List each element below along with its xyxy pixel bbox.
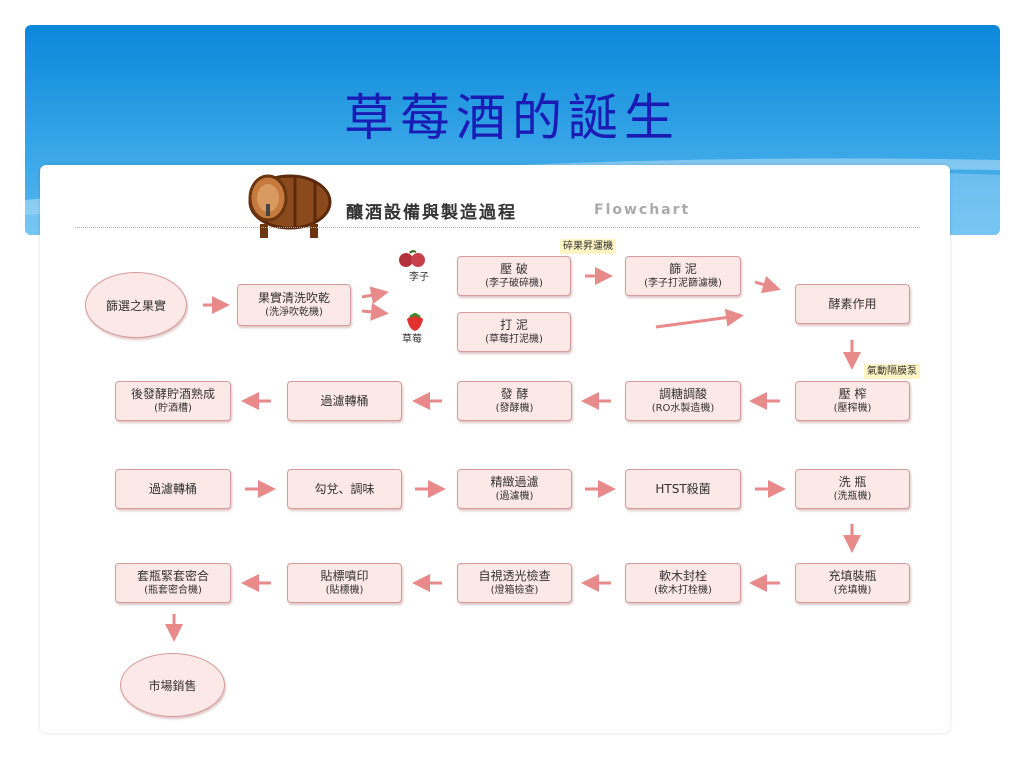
bottle-wash-step-machine: (洗瓶機) [833,491,872,502]
sieve-step-name: 篩 泥 [669,262,697,276]
cork-step: 軟木封栓 (軟木打栓機) [625,563,741,603]
wash-step: 果實清洗吹乾 (洗淨吹乾機) [237,284,351,326]
slide-title: 草莓酒的誕生 [344,89,680,147]
heading-divider [75,227,920,228]
press-step-name: 壓 榨 [838,387,867,401]
crush-step-name: 壓 破 [500,262,528,276]
arrow-wash-to-plum [361,286,389,305]
fine-filter-step-name: 精緻過濾 [490,475,539,489]
ferment-step-machine: (發酵機) [495,403,534,414]
fine-filter-step-machine: (過濾機) [495,491,534,502]
filter-transfer-step-2-name: 過濾轉桶 [148,481,197,496]
blend-step: 勾兌、調味 [287,469,402,509]
flowchart-heading-english: Flowchart [594,202,691,218]
strawberry-label: 草莓 [402,334,422,345]
htst-step-name: HTST殺菌 [655,481,711,496]
bottle-wash-step: 洗 瓶 (洗瓶機) [795,469,910,509]
filter-transfer-step-2: 過濾轉桶 [115,469,231,509]
arrow-wash-to-strawberry [361,302,389,321]
label-step-machine: (貼標機) [325,585,364,596]
press-step-machine: (壓榨機) [833,403,872,414]
pump-tag: 氣動隔膜泵 [864,364,920,379]
inspect-step-machine: (燈箱檢查) [490,585,539,596]
aging-step: 後發酵貯酒熟成 (貯酒槽) [115,381,231,421]
inspect-step: 自視透光檢查 (燈箱檢查) [457,563,572,603]
strawberry-icon [407,313,423,331]
plum-icon [399,250,425,267]
mash-step-name: 打 泥 [500,318,528,332]
mash-step: 打 泥 (草莓打泥機) [457,312,571,352]
htst-step: HTST殺菌 [625,469,741,509]
adjust-step: 調糖調酸 (RO水製造機) [625,381,741,421]
ferment-step: 發 酵 (發酵機) [457,381,572,421]
seal-step: 套瓶緊套密合 (瓶套密合機) [115,563,231,603]
arrow-sieve-to-enzyme [754,275,781,294]
aging-step-machine: (貯酒槽) [154,403,192,414]
cork-step-name: 軟木封栓 [658,569,707,583]
filter-transfer-step-name: 過濾轉桶 [320,393,369,408]
crush-step: 壓 破 (李子破碎機) [457,256,571,296]
filter-transfer-step: 過濾轉桶 [287,381,402,421]
label-step-name: 貼標噴印 [320,569,369,583]
adjust-step-name: 調糖調酸 [658,387,707,401]
plum-label: 李子 [409,272,429,283]
aging-step-name: 後發酵貯酒熟成 [130,387,215,401]
fill-step-name: 充填裝瓶 [828,569,877,583]
sieve-step-machine: (李子打泥篩濾機) [644,278,722,289]
inspect-step-name: 自視透光檢查 [478,569,551,583]
bottle-wash-step-name: 洗 瓶 [838,475,867,489]
arrow-mash-to-enzyme [655,308,744,329]
mash-step-machine: (草莓打泥機) [485,334,543,345]
seal-step-name: 套瓶緊套密合 [136,569,209,583]
fill-step-machine: (充填機) [833,585,872,596]
fine-filter-step: 精緻過濾 (過濾機) [457,469,572,509]
wash-step-machine: (洗淨吹乾機) [265,307,323,318]
cork-step-machine: (軟木打栓機) [654,585,712,596]
seal-step-machine: (瓶套密合機) [144,585,202,596]
press-step: 壓 榨 (壓榨機) [795,381,910,421]
crush-step-machine: (李子破碎機) [485,278,543,289]
start-node: 篩選之果實 [85,272,187,338]
wash-step-name: 果實清洗吹乾 [257,291,330,305]
sieve-step: 篩 泥 (李子打泥篩濾機) [625,256,741,296]
adjust-step-machine: (RO水製造機) [651,403,715,414]
blend-step-name: 勾兌、調味 [314,481,375,496]
fill-step: 充填裝瓶 (充填機) [795,563,910,603]
wine-barrel-icon [248,174,332,238]
label-step: 貼標噴印 (貼標機) [287,563,402,603]
conveyor-tag: 碎果昇運機 [560,239,616,254]
flowchart-heading: 釀酒設備與製造過程 [346,203,517,223]
market-node: 市場銷售 [120,653,225,717]
enzyme-step: 酵素作用 [795,284,910,324]
ferment-step-name: 發 酵 [500,387,529,401]
enzyme-step-name: 酵素作用 [828,296,877,311]
